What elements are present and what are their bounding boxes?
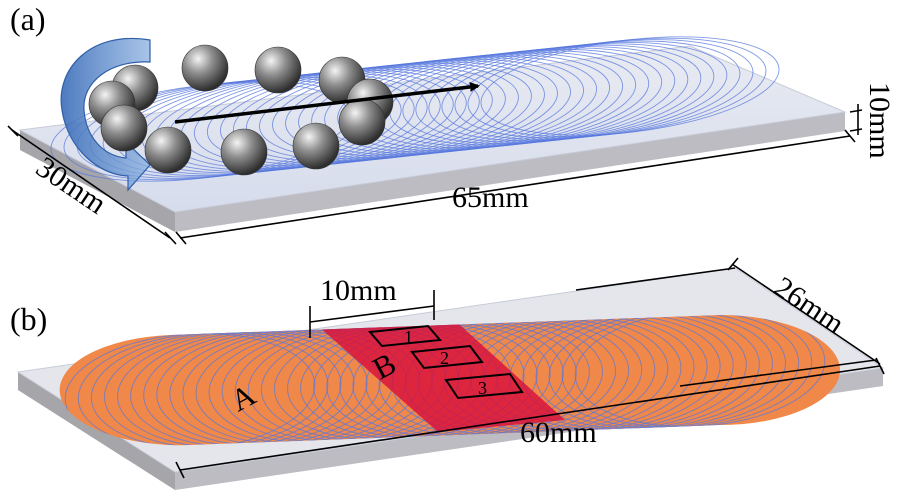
steel-ball — [338, 98, 386, 146]
sample-box-3 — [444, 372, 524, 400]
trace-ring — [480, 36, 780, 136]
dim-thickness-a: 10mm — [863, 82, 896, 159]
sample-1-label: 1 — [404, 327, 413, 347]
panel-a-label: (a) — [10, 1, 46, 37]
plate-a-front-face — [20, 130, 175, 232]
panel-a: (a) 30mm 65mm 10mm — [7, 1, 896, 245]
panel-b: (b) 10mm 26mm 60mm A B 1 2 3 — [10, 257, 885, 490]
panel-b-label: (b) — [10, 301, 47, 337]
dim-region-width-b: 10mm — [320, 274, 397, 307]
sample-boxes — [367, 324, 524, 400]
sample-box-2 — [410, 344, 484, 370]
rotation-arrow — [60, 37, 151, 192]
sample-box-1 — [367, 324, 443, 348]
dim-length-b: 60mm — [520, 416, 597, 449]
dimension-lines-b — [175, 257, 885, 479]
steel-ball — [292, 122, 340, 170]
steel-balls — [88, 44, 394, 176]
steel-ball — [220, 128, 268, 176]
motion-direction-arrow — [174, 81, 480, 124]
sample-3-label: 3 — [478, 378, 487, 398]
plate-a-side-face — [175, 112, 845, 232]
steel-ball — [254, 46, 302, 94]
steel-ball — [144, 126, 192, 174]
steel-ball — [100, 104, 148, 152]
dim-length-a: 65mm — [452, 181, 529, 214]
dimension-lines-a — [7, 104, 863, 245]
red-overlap-region — [318, 316, 565, 432]
sample-2-label: 2 — [440, 348, 449, 368]
plate-b-front-face — [18, 372, 175, 490]
steel-ball — [181, 44, 229, 92]
